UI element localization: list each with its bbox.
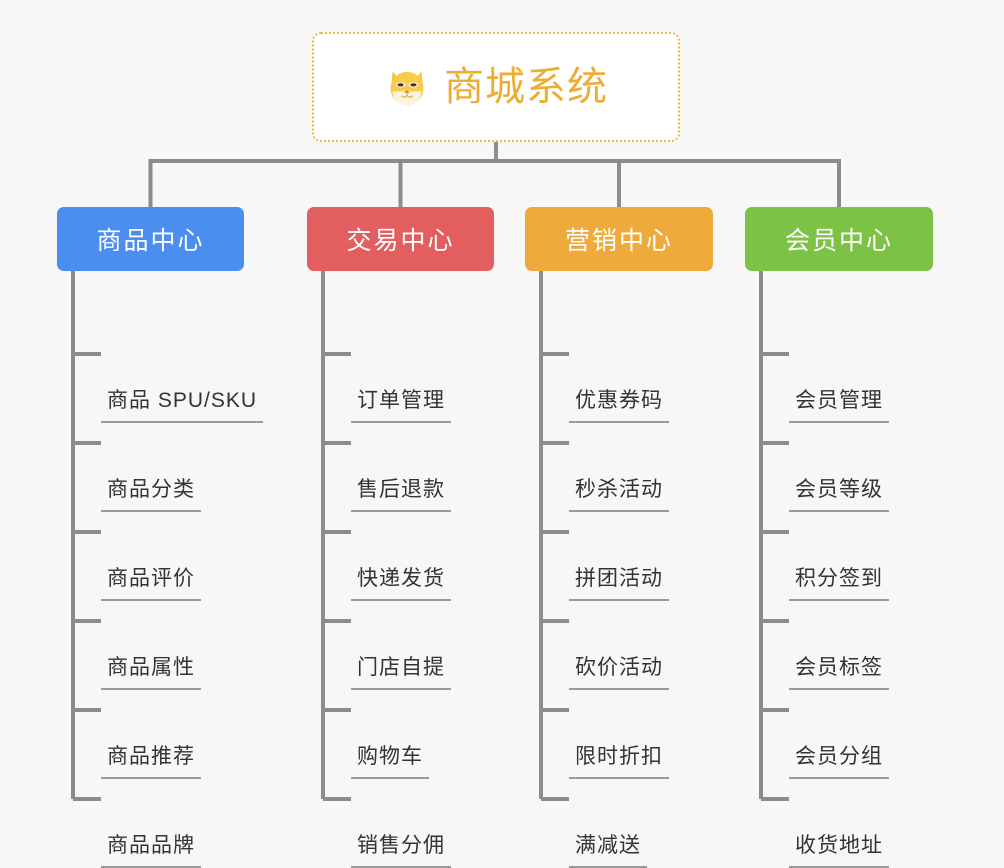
leaf-label: 会员标签 [789, 651, 889, 690]
leaf-label: 销售分佣 [351, 829, 451, 868]
leaf-label: 砍价活动 [569, 651, 669, 690]
branch-header-label: 商品中心 [96, 227, 205, 255]
leaf-label: 商品推荐 [101, 740, 201, 779]
leaf-item[interactable]: 会员等级 [789, 473, 889, 512]
leaf-item[interactable]: 商品品牌 [101, 829, 201, 868]
leaf-label: 订单管理 [351, 384, 451, 423]
leaf-item[interactable]: 商品分类 [101, 473, 201, 512]
leaf-label: 门店自提 [351, 651, 451, 690]
root-node[interactable]: 商城系统 [312, 32, 680, 142]
leaf-label: 商品属性 [101, 651, 201, 690]
leaf-item[interactable]: 商品推荐 [101, 740, 201, 779]
leaf-label: 快递发货 [351, 562, 451, 601]
branch-header-trade-center[interactable]: 交易中心 [307, 207, 494, 271]
leaf-label: 售后退款 [351, 473, 451, 512]
leaf-label: 收货地址 [789, 829, 889, 868]
leaf-label: 会员管理 [789, 384, 889, 423]
branch-header-label: 营销中心 [564, 227, 673, 255]
leaf-item[interactable]: 砍价活动 [569, 651, 669, 690]
leaf-item[interactable]: 商品属性 [101, 651, 201, 690]
leaf-item[interactable]: 收货地址 [789, 829, 889, 868]
leaf-item[interactable]: 限时折扣 [569, 740, 669, 779]
branch-header-label: 会员中心 [784, 227, 893, 255]
branch-header-product-center[interactable]: 商品中心 [57, 207, 244, 271]
shiba-dog-icon [390, 71, 424, 107]
leaf-item[interactable]: 积分签到 [789, 562, 889, 601]
leaf-item[interactable]: 订单管理 [351, 384, 451, 423]
leaf-label: 购物车 [351, 740, 429, 779]
leaf-label: 积分签到 [789, 562, 889, 601]
leaf-item[interactable]: 售后退款 [351, 473, 451, 512]
leaf-label: 商品品牌 [101, 829, 201, 868]
branch-product-center: 商品中心商品 SPU/SKU 商品分类商品评价商品属性商品推荐商品品牌 [57, 207, 264, 868]
leaf-item[interactable]: 快递发货 [351, 562, 451, 601]
branch-header-member-center[interactable]: 会员中心 [745, 207, 933, 271]
leaf-item[interactable]: 商品评价 [101, 562, 201, 601]
root-title: 商城系统 [444, 65, 608, 109]
leaf-item[interactable]: 优惠券码 [569, 384, 669, 423]
leaf-item[interactable]: 拼团活动 [569, 562, 669, 601]
leaf-item[interactable]: 秒杀活动 [569, 473, 669, 512]
leaf-label: 满减送 [569, 829, 647, 868]
leaf-label: 拼团活动 [569, 562, 669, 601]
branch-header-marketing-center[interactable]: 营销中心 [525, 207, 713, 271]
leaf-label: 秒杀活动 [569, 473, 669, 512]
branch-header-label: 交易中心 [346, 227, 455, 255]
leaf-item[interactable]: 会员管理 [789, 384, 889, 423]
leaf-item[interactable]: 门店自提 [351, 651, 451, 690]
mindmap-canvas: 商城系统 商品中心商品 SPU/SKU 商品分类商品评价商品属性商品推荐商品品牌 交… [57, 32, 933, 868]
branch-member-center: 会员中心会员管理会员等级积分签到会员标签会员分组收货地址 [745, 207, 933, 868]
leaf-item[interactable]: 满减送 [569, 829, 647, 868]
leaf-label: 优惠券码 [569, 384, 669, 423]
leaf-item[interactable]: 销售分佣 [351, 829, 451, 868]
leaf-label: 商品评价 [101, 562, 201, 601]
leaf-label: 会员分组 [789, 740, 889, 779]
branch-trade-center: 交易中心订单管理售后退款快递发货门店自提购物车销售分佣 [307, 207, 494, 868]
leaf-label: 商品 SPU/SKU [101, 384, 264, 423]
leaf-label: 会员等级 [789, 473, 889, 512]
branch-marketing-center: 营销中心优惠券码秒杀活动拼团活动砍价活动限时折扣满减送 [525, 207, 713, 868]
leaf-item[interactable]: 会员分组 [789, 740, 889, 779]
leaf-item[interactable]: 会员标签 [789, 651, 889, 690]
leaf-item[interactable]: 购物车 [351, 740, 429, 779]
leaf-item[interactable]: 商品 SPU/SKU [101, 384, 264, 423]
leaf-label: 商品分类 [101, 473, 201, 512]
leaf-label: 限时折扣 [569, 740, 669, 779]
